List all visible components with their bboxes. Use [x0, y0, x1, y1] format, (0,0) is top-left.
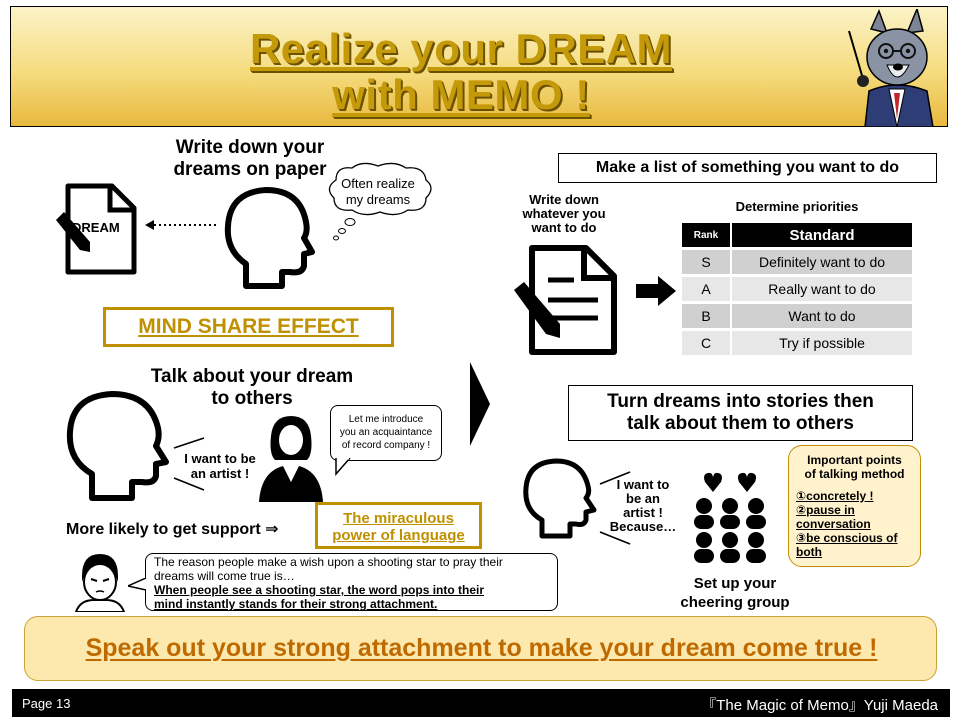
- woman-speech-line3: of record company !: [341, 440, 431, 451]
- point-item-1: ①concretely !: [796, 489, 874, 503]
- important-points-list: ①concretely ! ②pause in conversation ③be…: [796, 489, 920, 559]
- storyteller-speech-line1: I want to: [616, 477, 670, 492]
- cheering-group-line2: cheering group: [680, 594, 790, 611]
- dream-document-icon: [56, 183, 137, 275]
- table-row: S Definitely want to do: [682, 250, 912, 274]
- storyteller-speech-line3: artist !: [623, 505, 663, 520]
- man-face-icon: [74, 554, 126, 612]
- important-points-note: Important points of talking method ①conc…: [788, 445, 921, 567]
- footer-bar: Page 13 『The Magic of Memo』Yuji Maeda: [12, 689, 950, 717]
- conclusion-banner: Speak out your strong attachment to make…: [24, 616, 937, 681]
- header-banner: Realize your DREAM with MEMO !: [10, 6, 948, 127]
- woman-speech-bubble: [330, 405, 442, 461]
- artist-speech-text: I want to be an artist !: [172, 451, 268, 481]
- write-whatever-line1: Write down: [529, 192, 599, 207]
- standard-cell: Really want to do: [730, 277, 912, 301]
- storyteller-head-icon: [523, 458, 597, 539]
- page-number: Page 13: [22, 696, 71, 711]
- miraculous-power-line1: The miraculous: [343, 510, 454, 527]
- note-line3: When people see a shooting star, the wor…: [154, 583, 485, 597]
- artist-speech-line1: I want to be: [184, 451, 256, 466]
- cheering-group-line1: Set up your: [693, 575, 777, 592]
- cheering-group-icon: [694, 498, 766, 563]
- make-list-box: Make a list of something you want to do: [558, 153, 937, 183]
- priority-table-header: Rank Standard: [682, 223, 912, 247]
- bubble-tail-icon: [335, 458, 351, 476]
- wolf-teacher-mascot-icon: [848, 9, 934, 127]
- important-points-title-line1: Important points: [807, 453, 902, 467]
- storyteller-speech-line2: be an: [626, 491, 660, 506]
- woman-speech-line2: you an acquaintance: [339, 427, 433, 438]
- stories-box: Turn dreams into stories then talk about…: [568, 385, 913, 441]
- point-item-3-line1: ③be conscious of: [796, 531, 898, 545]
- point-item-3-line2: both: [796, 545, 822, 559]
- miraculous-power-box: The miraculous power of language: [315, 502, 482, 549]
- stories-line2: talk about them to others: [627, 413, 854, 434]
- speech-lines-icon: [173, 437, 205, 491]
- important-points-title-line2: of talking method: [804, 467, 905, 481]
- write-dreams-heading-line2: dreams on paper: [173, 159, 327, 180]
- rank-cell: C: [682, 331, 730, 355]
- head-silhouette-icon: [224, 187, 315, 289]
- title-line-2: with MEMO !: [332, 71, 590, 118]
- rank-cell: B: [682, 304, 730, 328]
- write-dreams-heading: Write down your dreams on paper: [110, 137, 390, 181]
- conclusion-text: Speak out your strong attachment to make…: [85, 634, 878, 662]
- write-dreams-heading-line1: Write down your: [175, 137, 325, 158]
- rank-cell: S: [682, 250, 730, 274]
- list-document-icon: [514, 245, 617, 355]
- standard-column-header: Standard: [730, 223, 912, 247]
- point-item-2-line2: conversation: [796, 517, 871, 531]
- note-tail-icon: [128, 578, 148, 591]
- book-credit: 『The Magic of Memo』Yuji Maeda: [701, 697, 938, 714]
- determine-priorities-label: Determine priorities: [735, 199, 859, 214]
- thought-text: Often realize my dreams: [328, 176, 428, 208]
- table-row: C Try if possible: [682, 331, 912, 355]
- standard-cell: Try if possible: [730, 331, 912, 355]
- support-text: More likely to get support ⇒: [66, 521, 279, 538]
- mind-share-effect-box: MIND SHARE EFFECT: [103, 307, 394, 347]
- write-whatever-line3: want to do: [531, 220, 597, 235]
- woman-speech-text: Let me introduce you an acquaintance of …: [331, 413, 441, 452]
- storyteller-speech-lines-icon: [599, 471, 631, 545]
- rank-cell: A: [682, 277, 730, 301]
- artist-speech-line2: an artist !: [190, 466, 250, 481]
- dream-document-label: DREAM: [72, 220, 120, 235]
- shooting-star-text: The reason people make a wish upon a sho…: [154, 555, 554, 611]
- shooting-star-note: [145, 553, 558, 611]
- speaker-head-icon: [66, 391, 169, 501]
- note-line2: dreams will come true is…: [154, 569, 295, 583]
- hearts-icon: [704, 472, 756, 492]
- thought-bubble-icon: [328, 162, 432, 241]
- write-whatever-text: Write down whatever you want to do: [508, 193, 620, 235]
- write-whatever-line2: whatever you: [522, 206, 606, 221]
- table-row: B Want to do: [682, 304, 912, 328]
- dotted-arrow-icon: [145, 220, 218, 230]
- rank-column-header: Rank: [682, 223, 730, 247]
- stories-line1: Turn dreams into stories then: [607, 391, 874, 412]
- center-arrow-icon: [470, 362, 490, 446]
- note-line1: The reason people make a wish upon a sho…: [154, 555, 503, 569]
- miraculous-power-line2: power of language: [332, 527, 465, 544]
- priority-table: Rank Standard S Definitely want to do A …: [682, 220, 912, 358]
- businesswoman-icon: [259, 416, 323, 502]
- note-line4: mind instantly stands for their strong a…: [154, 597, 438, 611]
- right-block-arrow-icon: [636, 276, 676, 306]
- cheering-group-label: Set up your cheering group: [660, 574, 810, 612]
- table-row: A Really want to do: [682, 277, 912, 301]
- thought-text-line2: my dreams: [345, 192, 411, 207]
- woman-speech-line1: Let me introduce: [348, 414, 424, 425]
- thought-text-line1: Often realize: [341, 176, 415, 191]
- talk-dream-heading-line2: to others: [211, 388, 293, 409]
- storyteller-speech-line4: Because…: [609, 519, 677, 534]
- storyteller-speech-text: I want to be an artist ! Because…: [604, 478, 682, 534]
- talk-dream-heading: Talk about your dream to others: [110, 366, 394, 410]
- title-line-1: Realize your DREAM: [249, 25, 673, 72]
- talk-dream-heading-line1: Talk about your dream: [150, 366, 354, 387]
- point-item-2-line1: ②pause in: [796, 503, 855, 517]
- standard-cell: Want to do: [730, 304, 912, 328]
- standard-cell: Definitely want to do: [730, 250, 912, 274]
- important-points-title: Important points of talking method: [789, 453, 920, 481]
